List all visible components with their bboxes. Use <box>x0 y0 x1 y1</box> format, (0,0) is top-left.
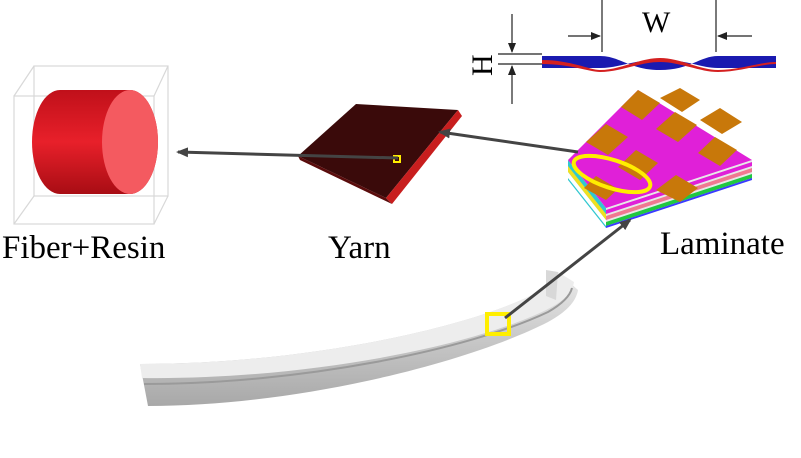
label-yarn: Yarn <box>328 230 391 266</box>
width-symbol: W <box>642 6 671 39</box>
fiber-resin-model <box>13 65 169 225</box>
height-symbol: H <box>466 54 499 76</box>
arrow-laminate-to-yarn <box>438 128 579 154</box>
beam-highlight-square <box>485 312 511 336</box>
yarn-profile: W H <box>466 0 776 104</box>
arrow-yarn-to-fiber <box>176 147 399 160</box>
label-laminate: Laminate <box>660 226 785 262</box>
label-fiber-resin: Fiber+Resin <box>2 230 165 266</box>
laminate-model <box>568 88 752 228</box>
dimension-lines <box>498 0 752 104</box>
laminate-highlight-ellipse <box>571 153 653 195</box>
scale-arrows <box>176 128 632 320</box>
fiber-cylinder <box>32 90 158 194</box>
arrow-beam-to-laminate <box>504 218 632 320</box>
curved-beam-model <box>140 270 578 406</box>
yarn-model <box>298 104 462 204</box>
